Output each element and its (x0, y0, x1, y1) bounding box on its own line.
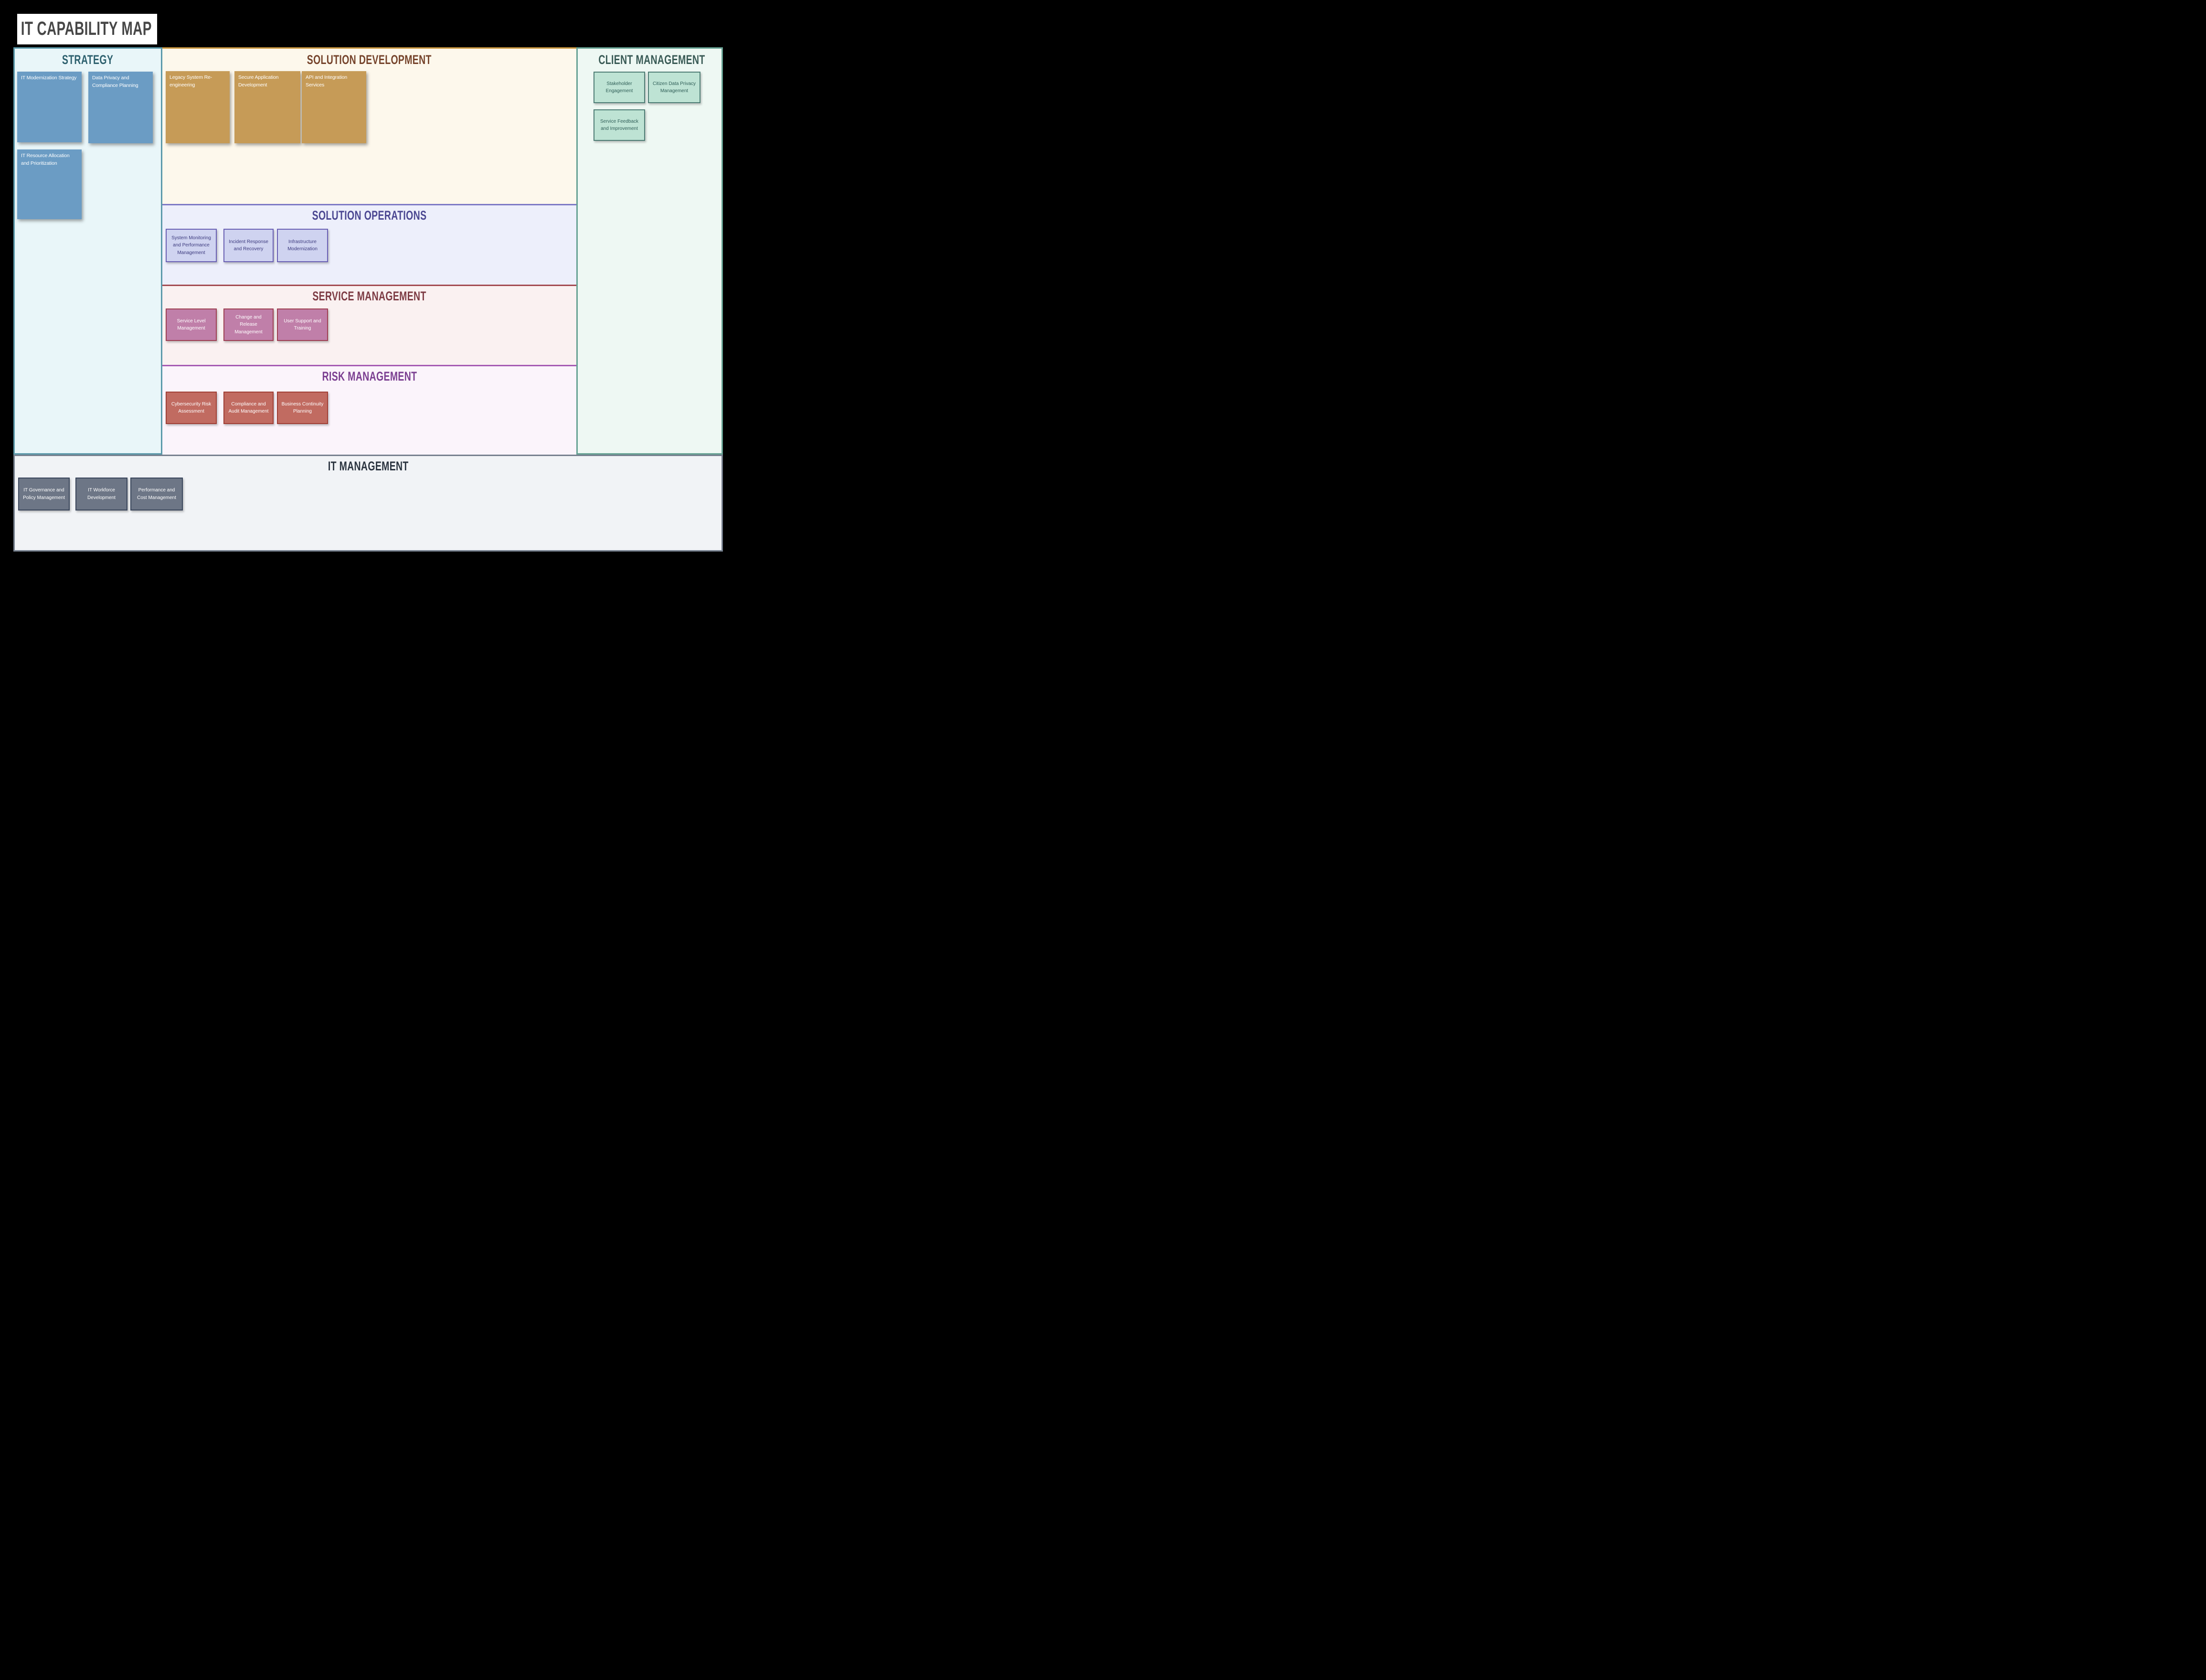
card-label: Performance and Cost Management (137, 488, 176, 500)
section-strategy: STRATEGY IT Modernization Strategy Data … (13, 47, 162, 455)
card-it-workforce-development: IT Workforce Development (75, 478, 127, 510)
card-label: Stakeholder Engagement (605, 81, 633, 94)
card-stakeholder-engagement: Stakeholder Engagement (594, 72, 645, 103)
it-capability-map: IT CAPABILITY MAP STRATEGY IT Modernizat… (0, 0, 735, 560)
card-label: Compliance and Audit Management (228, 401, 269, 415)
section-client-management-header: CLIENT MANAGEMENT (598, 53, 705, 67)
card-label: Citizen Data Privacy Management (652, 81, 696, 94)
card-label: IT Resource Allocation and Prioritizatio… (21, 153, 70, 166)
card-secure-application-development: Secure Application Development (234, 71, 300, 143)
card-citizen-data-privacy-management: Citizen Data Privacy Management (648, 72, 700, 103)
card-label: Change and Release Management (234, 314, 263, 335)
card-label: Infrastructure Modernization (287, 239, 318, 252)
section-solution-development: SOLUTION DEVELOPMENT Legacy System Re-en… (162, 47, 576, 204)
card-label: Secure Application Development (238, 74, 279, 88)
card-it-modernization-strategy: IT Modernization Strategy (17, 72, 82, 142)
card-api-and-integration-services: API and Integration Services (302, 71, 366, 143)
card-label: IT Governance and Policy Management (23, 488, 65, 500)
card-label: User Support and Training (284, 318, 321, 331)
diagram-canvas: STRATEGY IT Modernization Strategy Data … (13, 47, 723, 552)
card-service-feedback-and-improvement: Service Feedback and Improvement (594, 109, 645, 141)
section-client-management: CLIENT MANAGEMENT Stakeholder Engagement… (576, 47, 723, 455)
section-solution-operations-header: SOLUTION OPERATIONS (312, 208, 427, 223)
card-label: Legacy System Re-engineering (170, 74, 212, 88)
card-incident-response-and-recovery: Incident Response and Recovery (223, 229, 274, 262)
section-service-management-header: SERVICE MANAGEMENT (312, 289, 426, 303)
card-change-and-release-management: Change and Release Management (223, 308, 274, 341)
section-service-management: SERVICE MANAGEMENT Service Level Managem… (162, 285, 576, 365)
card-label: Business Continuity Planning (281, 401, 324, 415)
card-business-continuity-planning: Business Continuity Planning (277, 392, 328, 424)
section-it-management-header: IT MANAGEMENT (328, 459, 409, 473)
section-it-management: IT MANAGEMENT IT Governance and Policy M… (13, 455, 723, 552)
page-title-box: IT CAPABILITY MAP (17, 13, 158, 45)
section-solution-operations: SOLUTION OPERATIONS System Monitoring an… (162, 204, 576, 285)
section-risk-management-header: RISK MANAGEMENT (322, 369, 417, 383)
card-service-level-management: Service Level Management (166, 308, 217, 341)
section-strategy-header: STRATEGY (62, 53, 114, 67)
card-label: API and Integration Services (306, 74, 348, 88)
card-system-monitoring-and-performance-management: System Monitoring and Performance Manage… (166, 229, 217, 262)
card-label: Service Level Management (177, 318, 206, 331)
section-risk-management: RISK MANAGEMENT Cybersecurity Risk Asses… (162, 365, 576, 455)
card-data-privacy-and-compliance-planning: Data Privacy and Compliance Planning (88, 72, 153, 143)
card-compliance-and-audit-management: Compliance and Audit Management (223, 392, 274, 424)
card-cybersecurity-risk-assessment: Cybersecurity Risk Assessment (166, 392, 217, 424)
card-label: IT Workforce Development (87, 488, 116, 500)
card-performance-and-cost-management: Performance and Cost Management (130, 478, 183, 510)
card-label: Data Privacy and Compliance Planning (92, 75, 138, 88)
card-label: Service Feedback and Improvement (600, 118, 639, 132)
card-label: System Monitoring and Performance Manage… (171, 235, 211, 255)
card-label: IT Modernization Strategy (21, 75, 77, 81)
card-label: Incident Response and Recovery (229, 239, 268, 252)
card-user-support-and-training: User Support and Training (277, 308, 328, 341)
card-infrastructure-modernization: Infrastructure Modernization (277, 229, 328, 262)
card-label: Cybersecurity Risk Assessment (171, 401, 212, 415)
section-solution-development-header: SOLUTION DEVELOPMENT (307, 53, 432, 67)
card-it-governance-and-policy-management: IT Governance and Policy Management (18, 478, 70, 510)
card-legacy-system-re-engineering: Legacy System Re-engineering (166, 71, 230, 143)
page-title: IT CAPABILITY MAP (21, 18, 152, 39)
card-it-resource-allocation-and-prioritization: IT Resource Allocation and Prioritizatio… (17, 149, 82, 219)
